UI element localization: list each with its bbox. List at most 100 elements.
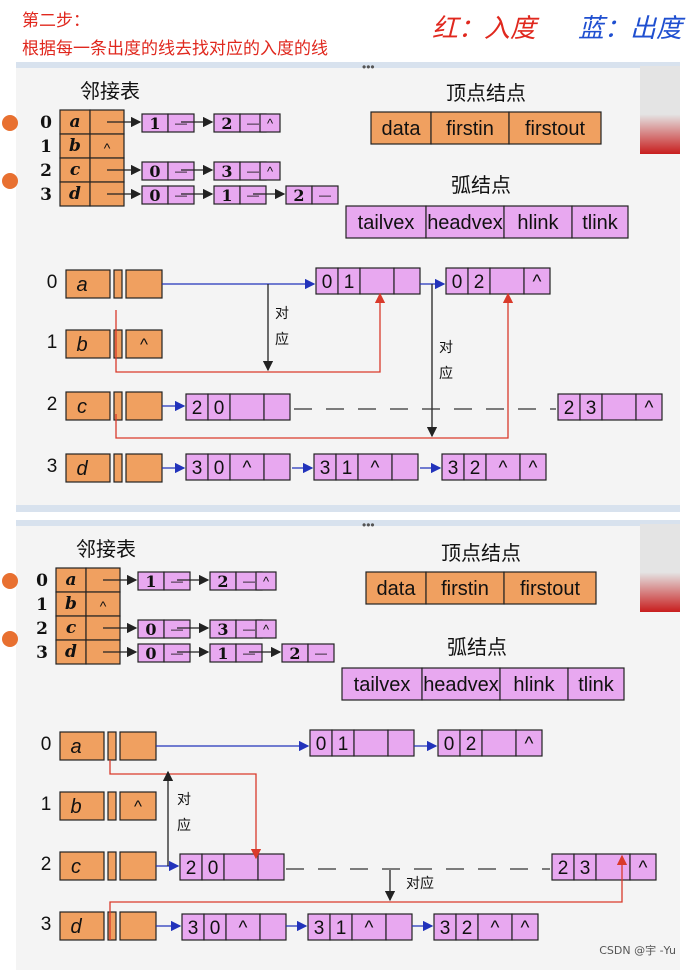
vertex-node-field-label: firstin xyxy=(446,118,494,140)
legend-in-degree: 红：入度 xyxy=(432,14,537,44)
adjacency-null: ^ xyxy=(104,140,111,156)
orth-vertex-label: c xyxy=(77,396,87,418)
orth-arc-value: ^ xyxy=(371,458,380,479)
orth-arc-value: 3 xyxy=(448,458,459,479)
orth-arc-value: ^ xyxy=(529,458,538,479)
orth-arc-cell xyxy=(391,453,419,481)
orth-arc-cell xyxy=(629,853,657,881)
adjacency-node-link-cell xyxy=(167,161,195,181)
adjacency-node-link-cell xyxy=(235,643,263,663)
orth-arc-cell xyxy=(229,393,265,421)
adjacency-null-cell xyxy=(255,619,277,639)
orth-vertex-label: c xyxy=(71,856,81,878)
vertex-node-field xyxy=(503,571,597,605)
adjacency-null-cell xyxy=(259,161,281,181)
orth-vertex-null: ^ xyxy=(134,797,142,816)
adjacency-node-value: 1 xyxy=(149,114,160,133)
orth-arc-cell xyxy=(393,267,421,295)
orth-vertex-index: 1 xyxy=(41,794,52,815)
orth-arc-cell xyxy=(385,913,413,941)
orth-vertex-index: 0 xyxy=(47,272,58,293)
correspondence-note: 应 xyxy=(177,817,191,834)
in-degree-arrow xyxy=(115,292,514,439)
video-thumbnail xyxy=(640,66,680,154)
vertex-node-field-label: data xyxy=(377,578,417,600)
orth-arc-value: 0 xyxy=(210,918,221,939)
orth-vertex-data-cell xyxy=(65,329,111,359)
adjacency-node-link: — xyxy=(171,574,183,588)
adjacency-node-link: — xyxy=(243,574,255,588)
side-marker xyxy=(2,631,18,647)
orth-arc-cell xyxy=(595,853,631,881)
side-marker xyxy=(2,573,18,589)
adjacency-index: 1 xyxy=(36,595,48,615)
adjacency-vertex-label: b xyxy=(65,594,77,614)
adjacency-null: ^ xyxy=(263,574,270,589)
adjacency-vertex-cell xyxy=(59,133,91,159)
orth-arc-cell xyxy=(225,913,261,941)
vertex-node-field xyxy=(365,571,427,605)
adjacency-vertex-label: a xyxy=(65,570,76,590)
arc-node-field-label: tailvex xyxy=(358,212,415,234)
step-label: 第二步： xyxy=(22,11,90,31)
orth-arc-value: ^ xyxy=(645,398,654,419)
adjacency-node-link: — xyxy=(175,188,187,202)
orth-arc-value: ^ xyxy=(491,918,500,939)
adjacency-node-link: — xyxy=(247,164,259,178)
arc-node-field-label: headvex xyxy=(427,212,503,234)
orth-arc-value: 2 xyxy=(558,858,569,879)
vertex-node-field-label: data xyxy=(382,118,422,140)
adjacency-node-value: 2 xyxy=(221,114,232,133)
orth-vertex-label: b xyxy=(76,334,87,356)
orth-arc-value: 3 xyxy=(188,918,199,939)
orth-arc-cell xyxy=(223,853,259,881)
orth-arc-value: ^ xyxy=(525,734,534,755)
orth-arc-value: 2 xyxy=(564,398,575,419)
correspondence-note: 对 xyxy=(177,792,191,808)
orth-arc-value: 0 xyxy=(316,734,327,755)
adjacency-node-value: 2 xyxy=(293,186,304,205)
orth-arc-value: 3 xyxy=(586,398,597,419)
arc-node-field xyxy=(345,205,427,239)
arc-node-field xyxy=(503,205,573,239)
orth-vertex-data-cell xyxy=(65,391,111,421)
orth-vertex-data-cell xyxy=(65,269,111,299)
adjacency-vertex-label: b xyxy=(69,136,81,156)
orth-vertex-index: 2 xyxy=(41,854,52,875)
orth-arc-cell xyxy=(387,729,415,757)
adjacency-node-link: — xyxy=(175,164,187,178)
adjacency-node-link: — xyxy=(175,116,187,130)
correspondence-note: 应 xyxy=(275,331,289,348)
adjacency-vertex-label: c xyxy=(70,160,81,180)
adjacency-node-value: 0 xyxy=(149,186,160,205)
adjacency-null: ^ xyxy=(263,622,270,637)
arc-node-field xyxy=(567,667,625,701)
orth-vertex-data-cell xyxy=(59,851,105,881)
orth-arc-cell xyxy=(481,729,517,757)
arc-node-field xyxy=(341,667,423,701)
orth-arc-value: ^ xyxy=(239,918,248,939)
adjacency-index: 0 xyxy=(36,571,48,591)
orth-arc-value: 0 xyxy=(322,272,333,293)
vertex-node-field-label: firstout xyxy=(520,578,580,600)
watermark: CSDN @宇 -Yu xyxy=(599,944,676,957)
orth-arc-value: 3 xyxy=(440,918,451,939)
adjacency-node-value: 2 xyxy=(217,572,228,591)
side-marker xyxy=(2,173,18,189)
orth-arc-cell xyxy=(359,267,395,295)
orth-arc-value: 2 xyxy=(186,858,197,879)
orth-arc-cell xyxy=(229,453,265,481)
orth-vertex-label: d xyxy=(70,916,82,938)
adjacency-index: 2 xyxy=(40,161,52,181)
vertex-node-title: 顶点结点 xyxy=(446,81,526,105)
orth-arc-value: ^ xyxy=(243,458,252,479)
adjacency-null: ^ xyxy=(267,164,274,179)
adjacency-index: 2 xyxy=(36,619,48,639)
orth-arc-value: 0 xyxy=(452,272,463,293)
legend-out-degree: 蓝：出度 xyxy=(578,14,683,44)
adjacency-null-cell xyxy=(255,571,277,591)
adjacency-node-value: 2 xyxy=(289,644,300,663)
adjacency-vertex-cell xyxy=(59,181,91,207)
side-marker xyxy=(2,115,18,131)
